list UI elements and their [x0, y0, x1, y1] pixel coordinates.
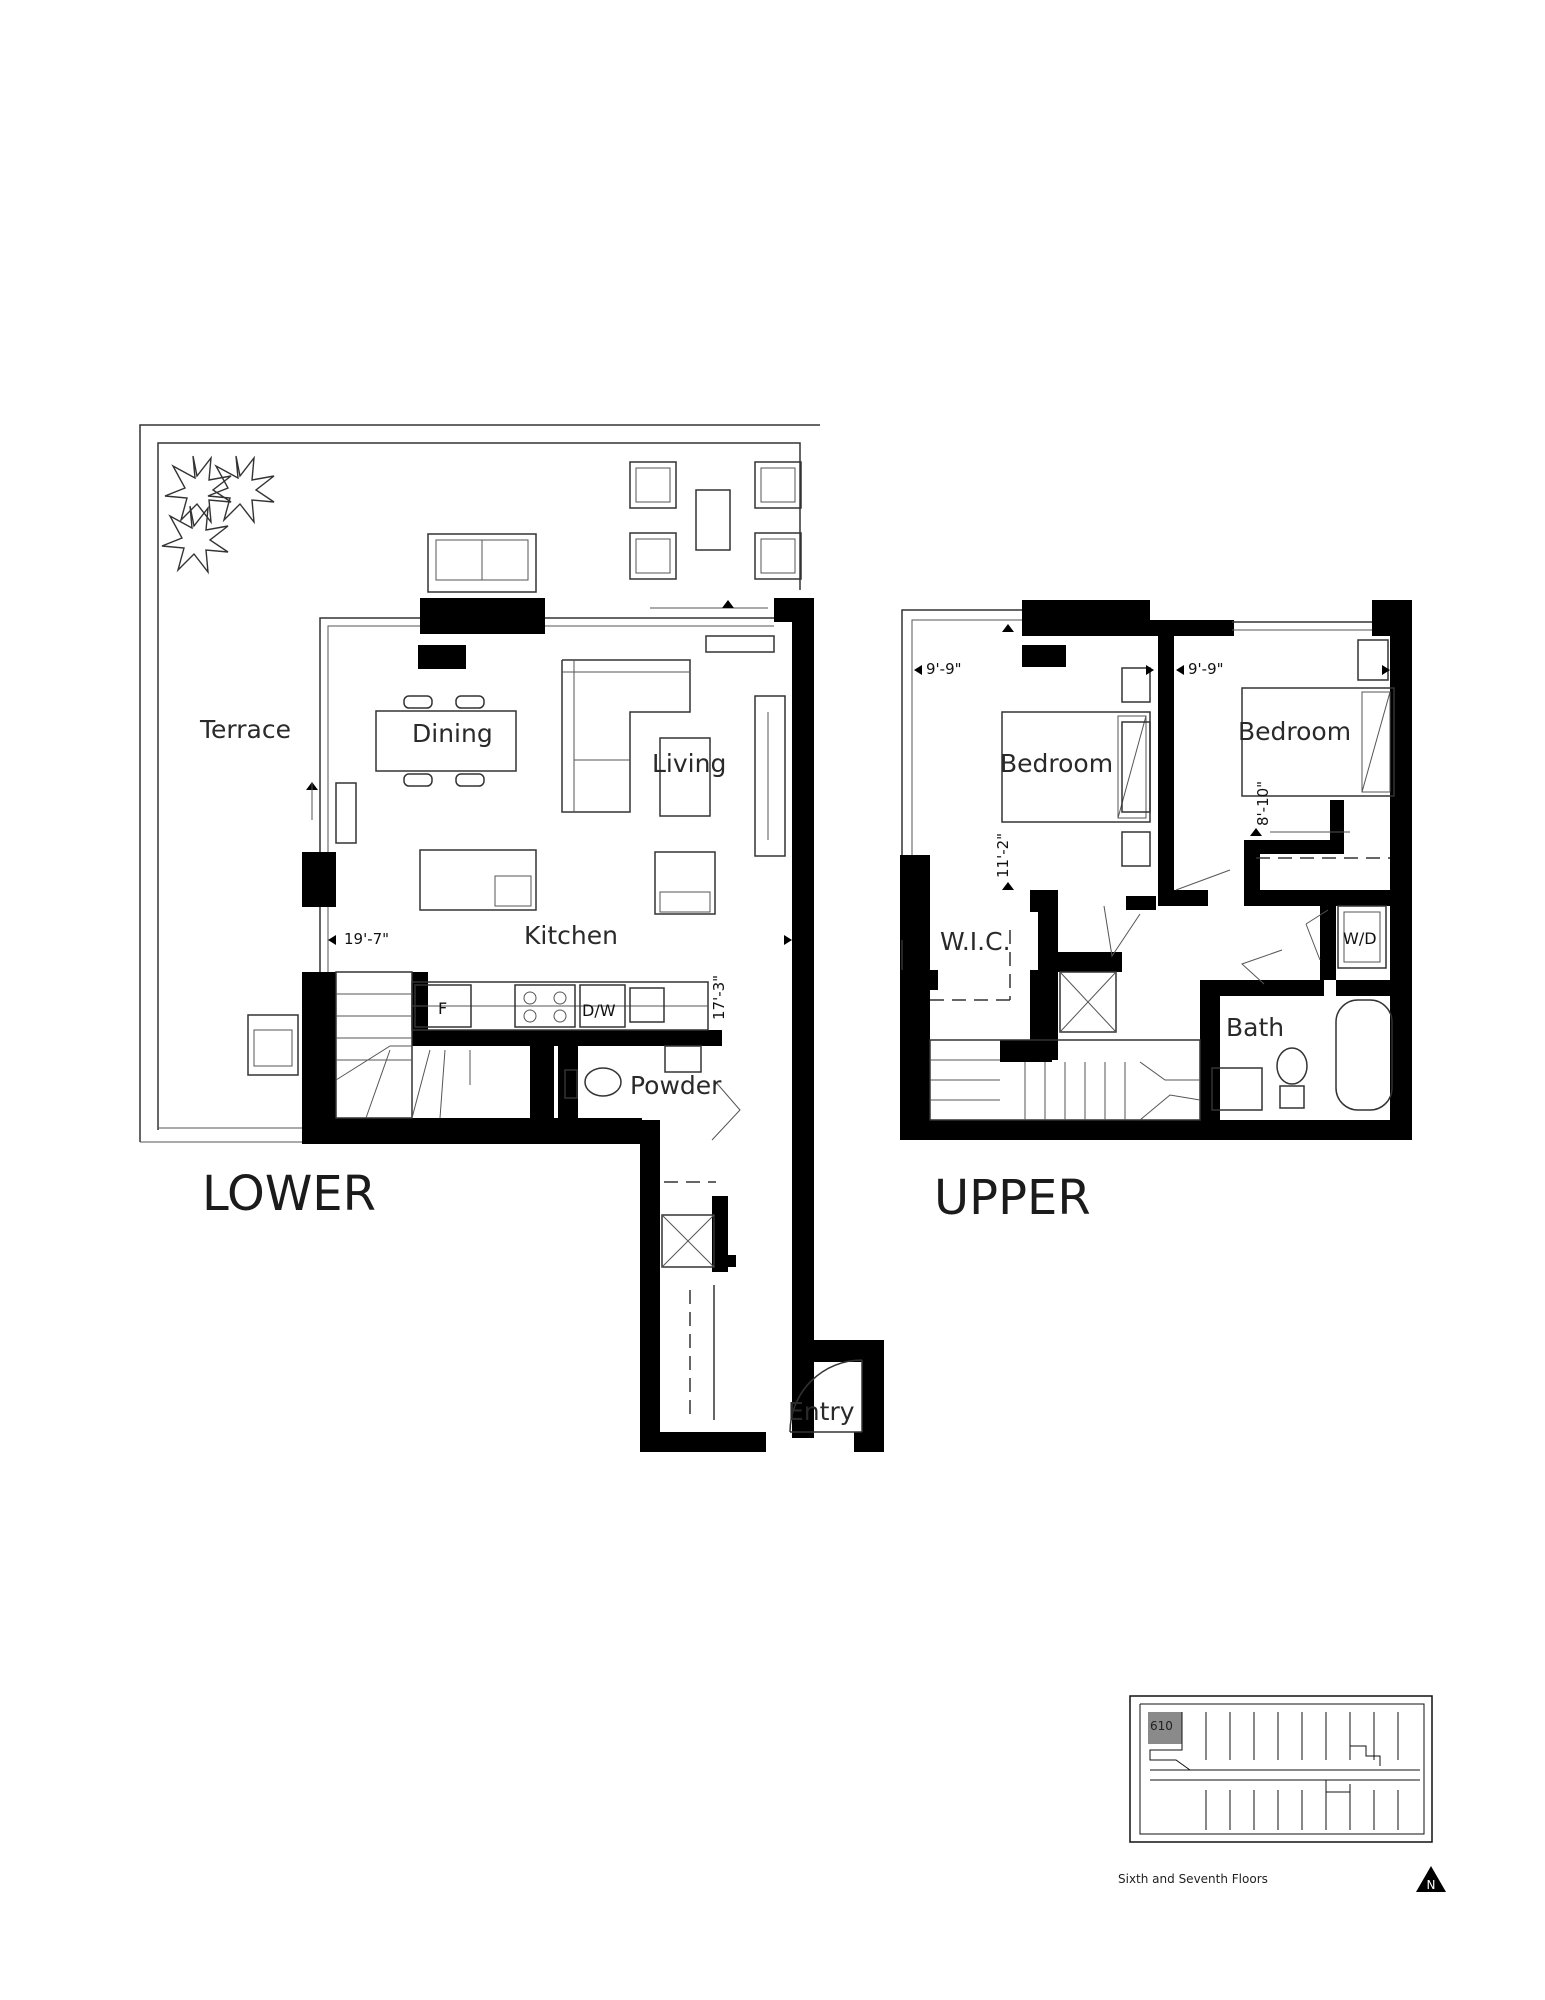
fixture-label-dishwasher: D/W: [582, 1001, 616, 1020]
lower-level: [139, 424, 884, 1452]
room-label-wic: W.I.C.: [940, 927, 1011, 956]
upper-stairs: [929, 971, 1201, 1121]
room-label-bedroom-2: Bedroom: [1238, 717, 1351, 746]
room-label-bath: Bath: [1226, 1013, 1284, 1042]
dimension-markers: [306, 600, 792, 945]
dim-upper-depth: 11'-2": [994, 833, 1012, 878]
room-label-terrace: Terrace: [199, 715, 291, 744]
room-label-dining: Dining: [412, 719, 493, 748]
plant-icon: [161, 455, 275, 575]
room-label-entry: Entry: [788, 1397, 855, 1426]
dim-upper-wic-width: 9'-9": [926, 660, 962, 678]
dim-lower-depth: 17'-3": [710, 975, 728, 1020]
room-label-living: Living: [652, 749, 726, 778]
north-label: N: [1427, 1878, 1436, 1892]
dim-upper-bedroom-depth: 8'-10": [1254, 781, 1272, 826]
kitchen-counter: [411, 981, 709, 1031]
entry-corridor: [661, 1181, 863, 1433]
upper-windows: [901, 609, 1372, 970]
lower-furniture: [335, 607, 786, 915]
terrace-railing: [139, 424, 820, 1143]
key-plan: 610 Sixth and Seventh Floors N: [1118, 1695, 1446, 1892]
room-label-kitchen: Kitchen: [524, 921, 618, 950]
level-label-upper: UPPER: [934, 1170, 1091, 1226]
keyplan-caption: Sixth and Seventh Floors: [1118, 1872, 1268, 1886]
dim-upper-bedroom-width: 9'-9": [1188, 660, 1224, 678]
keyplan-unit-label: 610: [1150, 1719, 1173, 1733]
outdoor-furniture: [247, 461, 802, 1076]
upper-dimension-markers: [914, 624, 1390, 890]
fixture-label-washer-dryer: W/D: [1343, 929, 1377, 948]
room-label-powder: Powder: [630, 1071, 722, 1100]
lower-windows: [319, 617, 774, 972]
dim-lower-width: 19'-7": [344, 930, 389, 948]
room-label-bedroom-1: Bedroom: [1000, 749, 1113, 778]
upper-level: [900, 600, 1412, 1140]
lower-stairs: [335, 971, 471, 1119]
fixture-label-fridge: F: [438, 999, 447, 1018]
lower-walls: [302, 598, 884, 1452]
powder-room: [564, 1045, 741, 1141]
level-label-lower: LOWER: [202, 1166, 376, 1222]
upper-walls: [900, 600, 1412, 1140]
upper-furniture: [930, 639, 1395, 1111]
north-arrow-icon: [1416, 1866, 1446, 1892]
